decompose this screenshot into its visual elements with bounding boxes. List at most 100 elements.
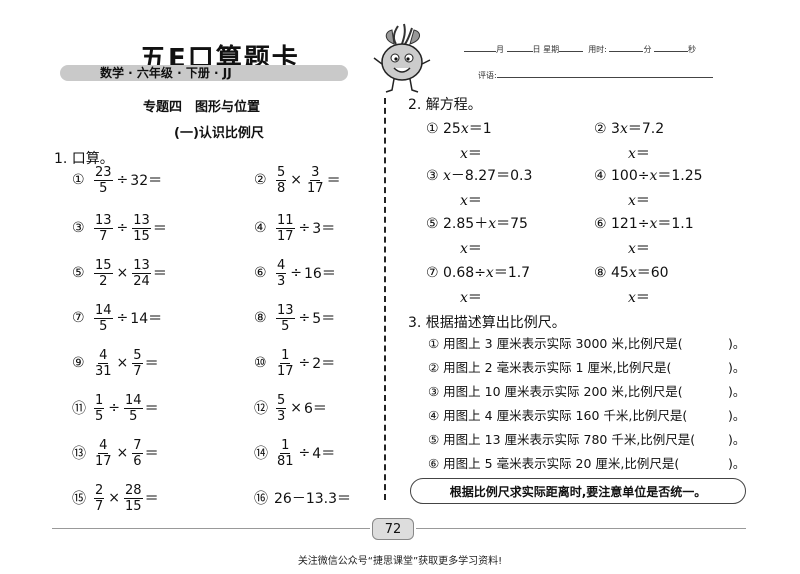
item-number: ③ [426, 168, 439, 184]
item-number: ⑬ [72, 446, 86, 462]
item-number: ⑩ [254, 355, 267, 371]
item-number: ⑧ [254, 310, 267, 326]
item-tail: 3＝ [312, 221, 336, 237]
equals-sign: ＝ [635, 290, 650, 306]
item-number: ⑨ [72, 355, 85, 371]
equation-suffix: －8.27＝0.3 [450, 168, 533, 184]
scale-item-close: )。 [728, 432, 746, 447]
question-2-heading: 2. 解方程。 [408, 97, 482, 113]
answer-line: x＝ [460, 143, 482, 163]
fraction-numerator: 13 [132, 212, 151, 229]
operator: ÷ [116, 172, 129, 188]
fraction-numerator: 3 [310, 164, 321, 181]
fraction-numerator: 14 [94, 302, 113, 319]
fraction-denominator: 5 [99, 180, 108, 196]
scale-item-text: ① 用图上 3 厘米表示实际 3000 米,比例尺是( [428, 336, 683, 351]
item-number: ⑧ [594, 265, 607, 281]
column-divider [384, 98, 386, 500]
item-tail: ＝ [152, 266, 167, 282]
fraction-numerator: 23 [94, 164, 113, 181]
item-number: ⑯ [254, 491, 268, 507]
comment-line: 评语: [478, 70, 713, 81]
item-tail: ＝ [144, 491, 159, 507]
fraction-denominator: 5 [95, 408, 104, 424]
brand-subtitle: 数学 · 六年级 · 下册 · JJ [100, 66, 232, 80]
fraction-numerator: 1 [280, 437, 291, 454]
fraction-denominator: 24 [133, 273, 150, 289]
equation: ⑥ 121÷x＝1.1 [594, 213, 694, 233]
equation-prefix: 3 [611, 121, 620, 137]
equals-sign: ＝ [467, 193, 482, 209]
page-number: 72 [372, 518, 414, 540]
scale-item-close: )。 [728, 456, 746, 471]
fraction-numerator: 13 [276, 302, 295, 319]
variable-x: x [628, 290, 636, 306]
operator: ÷ [298, 310, 311, 326]
fraction-numerator: 1 [280, 347, 291, 364]
answer-line: x＝ [460, 287, 482, 307]
item-number: ⑥ [254, 265, 267, 281]
question-3-heading: 3. 根据描述算出比例尺。 [408, 315, 566, 331]
equation-suffix: ＝60 [636, 265, 669, 281]
answer-line: x＝ [628, 143, 650, 163]
fraction-denominator: 2 [99, 273, 108, 289]
fraction-denominator: 3 [277, 273, 286, 289]
item-tail: 2＝ [312, 356, 336, 372]
answer-line: x＝ [460, 190, 482, 210]
item-number: ⑭ [254, 446, 268, 462]
item-number: ⑫ [254, 401, 268, 417]
tip-box: 根据比例尺求实际距离时,要注意单位是否统一。 [410, 478, 746, 504]
variable-x: x [460, 121, 469, 137]
date-line: 月 日 星期 用时: 分 秒 [464, 44, 696, 55]
item-number: ⑪ [72, 401, 86, 417]
operator: ÷ [298, 220, 311, 236]
variable-x: x [460, 146, 468, 162]
fraction-numerator: 5 [276, 392, 287, 409]
fraction-denominator: 31 [95, 363, 112, 379]
equation: ⑤ 2.85＋x＝75 [426, 213, 528, 233]
item-number: ⑦ [72, 310, 85, 326]
scale-item-close: )。 [728, 336, 746, 351]
fraction-denominator: 17 [277, 363, 294, 379]
item-number: ② [254, 172, 267, 188]
topic-subtitle: (一)认识比例尺 [174, 126, 264, 141]
item-tail: 5＝ [312, 311, 336, 327]
item-number: ⑤ [426, 216, 439, 232]
operator: ÷ [116, 220, 129, 236]
item-tail: ＝ [144, 356, 159, 372]
fraction-numerator: 15 [94, 257, 113, 274]
fraction-numerator: 13 [94, 212, 113, 229]
answer-line: x＝ [628, 190, 650, 210]
scale-item-close: )。 [728, 408, 746, 423]
equation: ⑦ 0.68÷x＝1.7 [426, 262, 530, 282]
question-1-heading: 1. 口算。 [54, 151, 114, 167]
operator: × [290, 172, 303, 188]
equation-suffix: ＝1.7 [493, 265, 531, 281]
operator: × [116, 355, 129, 371]
scale-item: ② 用图上 2 毫米表示实际 1 厘米,比例尺是()。 [428, 357, 745, 376]
fraction-numerator: 7 [132, 437, 143, 454]
variable-x: x [628, 146, 636, 162]
item-tail: ＝ [326, 173, 341, 189]
equation-prefix: 2.85＋ [443, 216, 489, 232]
item-number: ① [426, 121, 439, 137]
operator: × [116, 445, 129, 461]
variable-x: x [649, 216, 658, 232]
fraction-denominator: 7 [133, 363, 142, 379]
